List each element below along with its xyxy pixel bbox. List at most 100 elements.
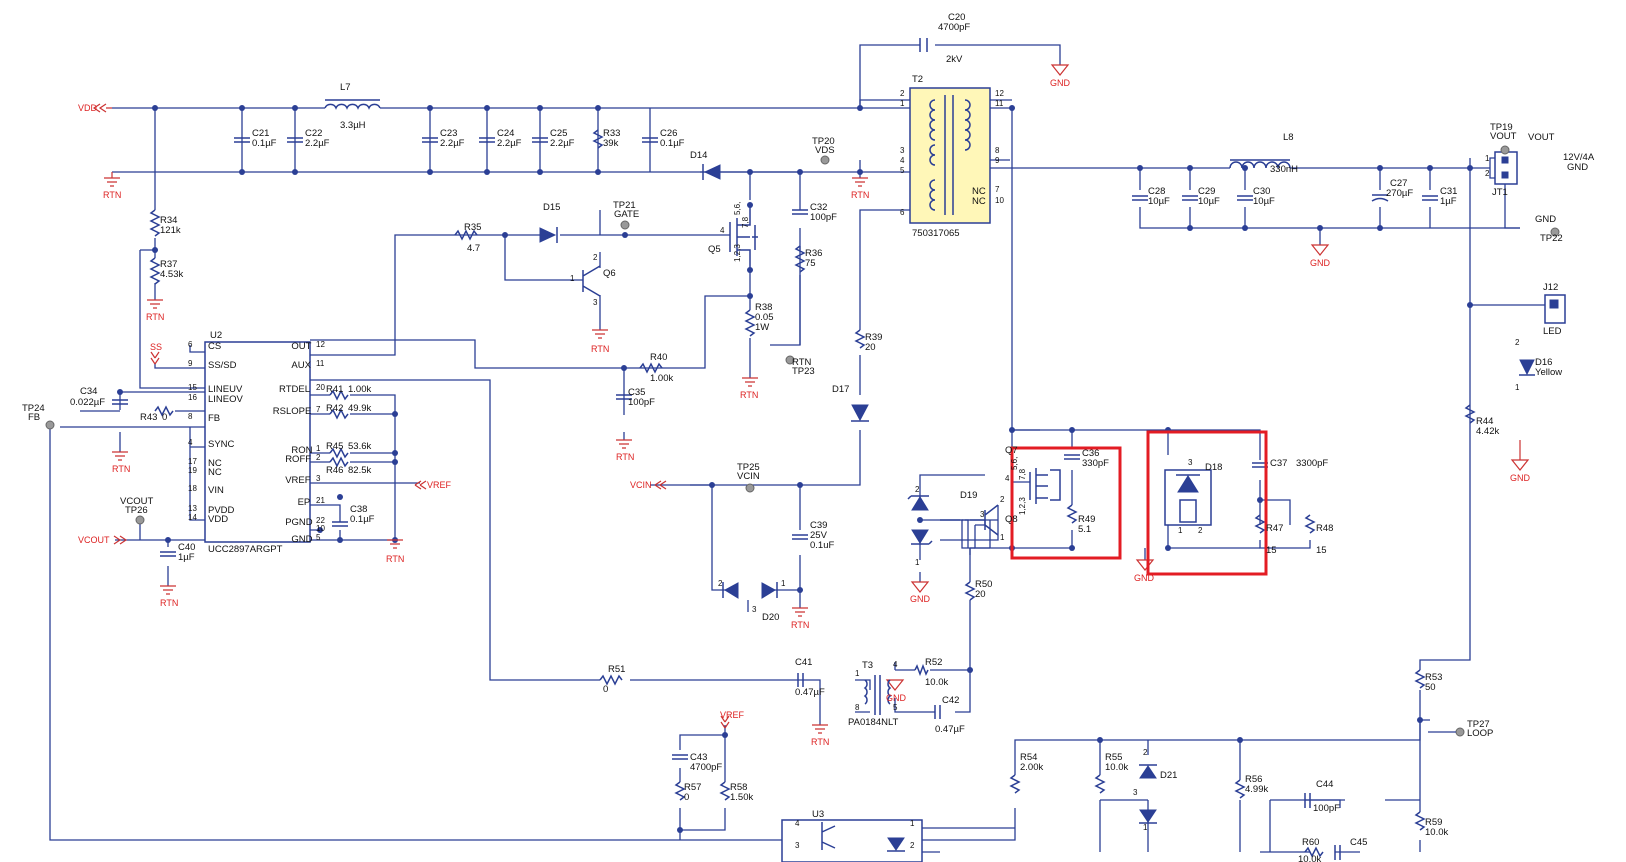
u2-left-pin-num: 8 (188, 412, 193, 421)
ics (204, 87, 1566, 862)
u2-left-pin-num: 6 (188, 340, 193, 349)
svg-text:4: 4 (893, 660, 898, 669)
u2-left-pin-num: 18 (188, 484, 197, 493)
svg-text:R57: R57 (684, 782, 701, 793)
svg-text:10.0k: 10.0k (1298, 854, 1321, 862)
u2-left-pin-num: 19 (188, 466, 197, 475)
u2-left-pin-num: 4 (188, 438, 193, 447)
u2-right-pin-label: VREF (285, 475, 311, 486)
svg-text:2: 2 (1000, 495, 1005, 504)
svg-text:R50: R50 (975, 579, 992, 590)
svg-text:C28: C28 (1148, 186, 1165, 197)
svg-text:JT1: JT1 (1492, 187, 1508, 198)
svg-text:C41: C41 (795, 657, 812, 668)
u2-left-pin-label: FB (208, 413, 220, 424)
u2-left-pin-label: VIN (208, 485, 224, 496)
svg-text:TP21: TP21 (613, 200, 636, 211)
transistors (582, 205, 1061, 536)
rtn-label-5: RTN (386, 554, 404, 564)
svg-text:12: 12 (995, 89, 1004, 98)
svg-text:C31: C31 (1440, 186, 1457, 197)
svg-text:2.2µF: 2.2µF (305, 138, 330, 149)
capacitors (112, 38, 1438, 860)
svg-text:R55: R55 (1105, 752, 1122, 763)
svg-text:5: 5 (900, 166, 905, 175)
svg-text:1: 1 (1000, 533, 1005, 542)
svg-text:TP19: TP19 (1490, 122, 1513, 133)
gnd-label-1: GND (1050, 78, 1071, 88)
u2-right-pin-num: 1 (316, 444, 321, 453)
svg-text:R51: R51 (608, 664, 625, 675)
u2-right-pin-num: 21 (316, 496, 325, 505)
svg-text:4: 4 (900, 156, 905, 165)
svg-text:C32: C32 (810, 202, 827, 213)
svg-text:TP25: TP25 (737, 462, 760, 473)
svg-text:Q8: Q8 (1005, 514, 1018, 525)
svg-text:TP22: TP22 (1540, 233, 1563, 244)
svg-text:D16: D16 (1535, 357, 1552, 368)
svg-text:121k: 121k (160, 225, 181, 236)
u2-right-pin-label: RSLOPE (273, 406, 312, 417)
svg-text:1: 1 (915, 558, 920, 567)
svg-text:2: 2 (915, 485, 920, 494)
net-label-vref: VREF (427, 480, 452, 490)
svg-text:330nH: 330nH (1270, 164, 1298, 175)
svg-text:0.47µF: 0.47µF (795, 687, 825, 698)
svg-text:R45: R45 (326, 441, 343, 452)
u2-left-pin-label: VDD (208, 514, 228, 525)
svg-text:VOUT: VOUT (1528, 132, 1555, 143)
svg-text:TP20: TP20 (812, 136, 835, 147)
svg-text:1: 1 (570, 274, 575, 283)
svg-text:10.0k: 10.0k (1425, 827, 1448, 838)
svg-text:T3: T3 (862, 660, 873, 671)
junction-dots (117, 105, 1473, 833)
svg-text:C22: C22 (305, 128, 322, 139)
svg-text:49.9k: 49.9k (348, 403, 371, 414)
svg-text:4.7: 4.7 (467, 243, 480, 254)
u2-right-pin-label: GND (291, 534, 312, 545)
svg-text:RTN: RTN (792, 357, 811, 368)
net-label-vref2: VREF (720, 710, 745, 720)
svg-text:LOOP: LOOP (1467, 728, 1493, 739)
svg-text:1µF: 1µF (1440, 196, 1457, 207)
svg-text:15: 15 (1316, 545, 1327, 556)
svg-text:3: 3 (752, 605, 757, 614)
svg-text:4700pF: 4700pF (690, 762, 722, 773)
svg-text:L8: L8 (1283, 132, 1294, 143)
gnd-label-2: GND (1310, 258, 1331, 268)
svg-text:100pF: 100pF (628, 397, 655, 408)
svg-text:1W: 1W (755, 322, 769, 333)
svg-text:R35: R35 (464, 222, 481, 233)
svg-text:C36: C36 (1082, 448, 1099, 459)
svg-text:FB: FB (28, 412, 40, 423)
svg-text:0.1µF: 0.1µF (660, 138, 685, 149)
svg-text:1,2,3: 1,2,3 (1018, 497, 1027, 515)
u2-right-pin-num: 11 (316, 359, 325, 368)
svg-text:R49: R49 (1078, 514, 1095, 525)
u2-left-pin-label: NC (208, 467, 222, 478)
svg-text:D15: D15 (543, 202, 560, 213)
svg-text:3.3µH: 3.3µH (340, 120, 366, 131)
svg-text:4.53k: 4.53k (160, 269, 183, 280)
svg-text:4.42k: 4.42k (1476, 426, 1499, 437)
u2-left-pin-label: SS/SD (208, 360, 237, 371)
u2-right-pin-num: 12 (316, 340, 325, 349)
svg-text:C40: C40 (178, 542, 195, 553)
svg-text:7: 7 (995, 185, 1000, 194)
svg-text:D18: D18 (1205, 462, 1222, 473)
svg-text:VDS: VDS (815, 145, 835, 156)
svg-text:2: 2 (1485, 169, 1490, 178)
svg-text:100pF: 100pF (810, 212, 837, 223)
svg-text:0.1uF: 0.1uF (810, 540, 834, 551)
u2-right-pin-label: OUT (291, 341, 311, 352)
rtn-label-10: RTN (791, 620, 809, 630)
svg-text:VCIN: VCIN (737, 471, 760, 482)
u2-left-pin-num: 13 (188, 504, 197, 513)
svg-text:11: 11 (995, 99, 1004, 108)
u2-right-pin-num: 2 (316, 453, 321, 462)
u2-right-pin-label: PGND (285, 517, 313, 528)
svg-text:LED: LED (1543, 326, 1562, 337)
svg-text:D19: D19 (960, 490, 977, 501)
svg-text:C35: C35 (628, 387, 645, 398)
